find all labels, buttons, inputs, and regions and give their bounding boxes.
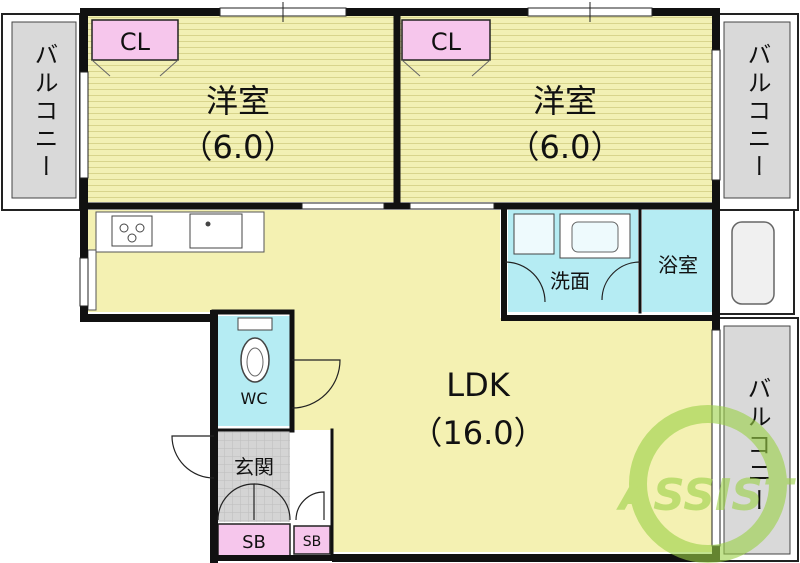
door-swings: [171, 261, 641, 521]
balcony-left-label: バルコニー: [30, 42, 58, 182]
entrance-name: 玄関: [234, 455, 274, 479]
washbasin-icon: [559, 213, 631, 259]
kitchen-sink-icon: [189, 213, 243, 249]
shoebox-large-label: SB: [242, 532, 266, 553]
western-room-left-name: 洋室: [206, 82, 270, 120]
closet-left: CL: [91, 19, 179, 77]
bathroom-name: 浴室: [658, 253, 698, 277]
balcony-right-top: バルコニー: [715, 13, 799, 211]
bathtub: [731, 221, 775, 305]
balcony-left: バルコニー: [1, 13, 81, 211]
washroom-name: 洗面: [550, 269, 590, 293]
windows: [79, 2, 721, 547]
ldk-size: （16.0）: [410, 414, 545, 452]
shoebox-small-label: SB: [303, 534, 322, 550]
shoebox-large: SB: [217, 523, 291, 557]
assist-logo: ASSIST: [616, 405, 796, 563]
shoebox-small: SB: [293, 525, 331, 555]
toilet-icon: [237, 317, 273, 383]
bathroom-floor: [642, 210, 712, 312]
kitchen-lower-wall: [87, 249, 97, 311]
assist-logo-text: ASSIST: [616, 470, 796, 521]
ldk-name: LDK: [446, 366, 510, 404]
western-room-left-size: （6.0）: [181, 128, 296, 166]
closet-right: CL: [401, 19, 491, 77]
closet-right-label: CL: [431, 28, 462, 56]
western-room-right-size: （6.0）: [508, 128, 623, 166]
western-room-right-name: 洋室: [533, 82, 597, 120]
balcony-right-top-label: バルコニー: [743, 42, 771, 182]
washing-machine-icon: [513, 213, 555, 255]
wc-name: WC: [241, 389, 268, 408]
stove-icon: [111, 215, 153, 247]
closet-left-label: CL: [120, 28, 151, 56]
ldk-floor: [88, 210, 712, 552]
